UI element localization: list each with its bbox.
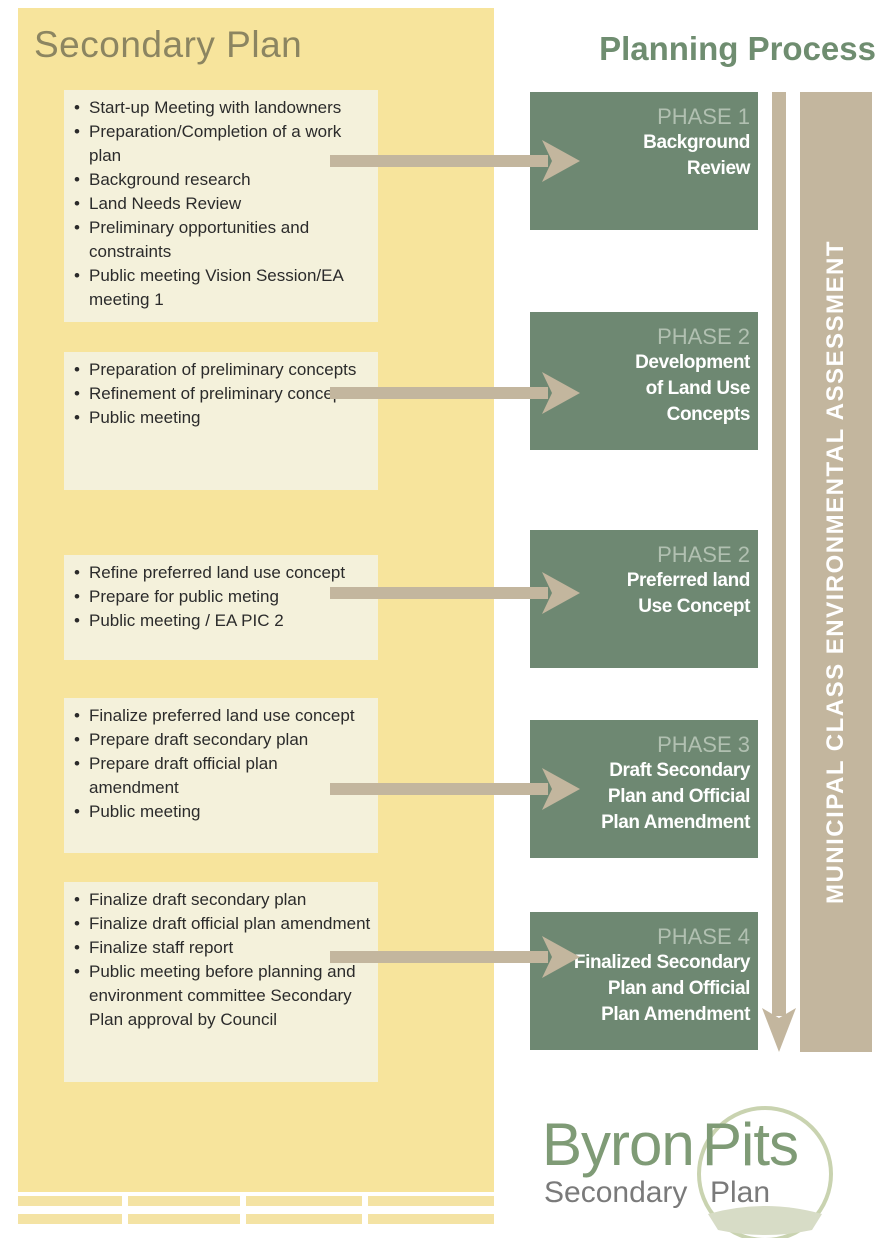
task-item: Finalize preferred land use concept: [70, 704, 372, 728]
task-item: Preliminary opportunities and constraint…: [70, 216, 372, 264]
phase-desc: Plan Amendment: [601, 1004, 750, 1025]
task-item: Finalize draft secondary plan: [70, 888, 372, 912]
task-item: Prepare draft secondary plan: [70, 728, 372, 752]
task-item: Refine preferred land use concept: [70, 561, 372, 585]
environmental-assessment-label: MUNICIPAL CLASS ENVIRONMENTAL ASSESSMENT: [822, 239, 850, 905]
logo-word: Pits: [702, 1111, 799, 1178]
task-item: Prepare draft official plan amendment: [70, 752, 372, 800]
phase-desc: Development: [635, 352, 750, 373]
task-item: Finalize draft official plan amendment: [70, 912, 372, 936]
arrow-right-icon: [330, 372, 580, 414]
logo-circle-icon: [697, 1106, 833, 1238]
phase-label: PHASE 2: [657, 542, 750, 567]
phase-box-1: PHASE 1 Background Review: [530, 92, 758, 230]
secondary-plan-title: Secondary Plan: [34, 24, 303, 65]
task-item: Refinement of preliminary concepts: [70, 382, 372, 406]
phase-desc: Plan and Official: [607, 786, 750, 807]
arrow-right-icon: [330, 572, 580, 614]
task-box-2: Preparation of preliminary concepts Refi…: [64, 352, 378, 490]
arrow-right-icon: [330, 936, 580, 978]
phase-box-5: PHASE 4 Finalized Secondary Plan and Off…: [530, 912, 758, 1050]
task-item: Public meeting: [70, 800, 372, 824]
environmental-assessment-label-wrap: MUNICIPAL CLASS ENVIRONMENTAL ASSESSMENT: [800, 92, 872, 1052]
phase-desc: Use Concept: [638, 596, 750, 617]
task-box-4: Finalize preferred land use concept Prep…: [64, 698, 378, 853]
task-item: Prepare for public meting: [70, 585, 372, 609]
phase-desc: Concepts: [666, 404, 751, 425]
task-item: Public meeting / EA PIC 2: [70, 609, 372, 633]
phase-label: PHASE 1: [657, 104, 750, 129]
phase-desc: Background: [643, 132, 750, 153]
task-item: Start-up Meeting with landowners: [70, 96, 372, 120]
phase-desc: Plan Amendment: [601, 812, 750, 833]
task-item: Land Needs Review: [70, 192, 372, 216]
task-item: Preparation of preliminary concepts: [70, 358, 372, 382]
task-box-5: Finalize draft secondary plan Finalize d…: [64, 882, 378, 1082]
planning-process-title: Planning Process: [599, 30, 876, 67]
phase-desc: of Land Use: [645, 378, 751, 399]
logo-word: Secondary: [544, 1176, 688, 1209]
phase-label: PHASE 2: [657, 324, 750, 349]
task-item: Public meeting before planning and envir…: [70, 960, 372, 1032]
environmental-assessment-bar: [800, 92, 872, 1052]
byron-pits-logo: Byron Pits Secondary Plan: [538, 1096, 848, 1238]
decorative-stripes: [18, 1192, 494, 1238]
phase-desc: Draft Secondary: [609, 760, 750, 781]
logo-word: Plan: [710, 1176, 771, 1209]
task-box-3: Refine preferred land use concept Prepar…: [64, 555, 378, 660]
task-item: Public meeting Vision Session/EA meeting…: [70, 264, 372, 312]
arrow-right-icon: [330, 768, 580, 810]
arrow-right-icon: [330, 140, 580, 182]
task-item: Public meeting: [70, 406, 372, 430]
phase-box-2: PHASE 2 Development of Land Use Concepts: [530, 312, 758, 450]
arrow-down-icon: [762, 92, 796, 1052]
task-item: Finalize staff report: [70, 936, 372, 960]
phase-desc: Review: [686, 158, 750, 179]
task-box-1: Start-up Meeting with landowners Prepara…: [64, 90, 378, 322]
phase-desc: Plan and Official: [607, 978, 750, 999]
phase-label: PHASE 4: [657, 924, 750, 949]
task-item: Background research: [70, 168, 372, 192]
task-item: Preparation/Completion of a work plan: [70, 120, 372, 168]
phase-desc: Finalized Secondary: [573, 952, 751, 973]
phase-desc: Preferred land: [626, 570, 751, 591]
phase-label: PHASE 3: [657, 732, 750, 757]
logo-word: Byron: [542, 1111, 695, 1178]
